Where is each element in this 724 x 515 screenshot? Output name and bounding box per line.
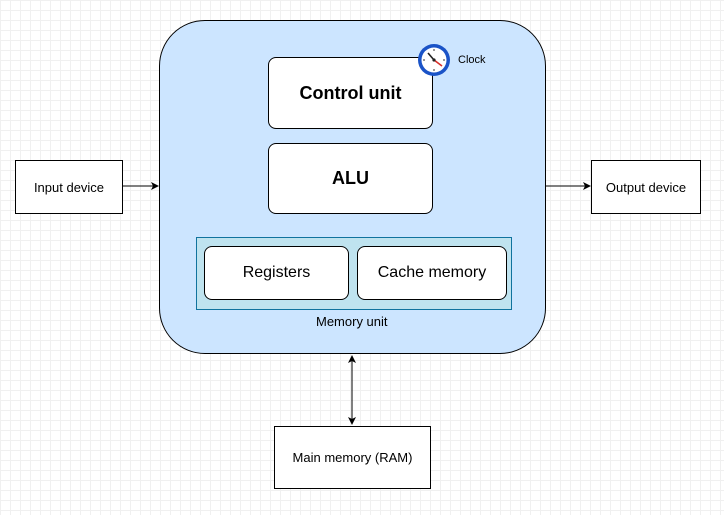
main-memory-box: Main memory (RAM) [274, 426, 431, 489]
input-device-label: Input device [33, 179, 105, 195]
memory-unit-label: Memory unit [316, 314, 388, 329]
output-device-label: Output device [605, 179, 687, 195]
registers-box: Registers [204, 246, 349, 300]
cache-memory-label: Cache memory [377, 264, 487, 281]
output-device-box: Output device [591, 160, 701, 214]
control-unit-label: Control unit [299, 82, 402, 103]
control-unit-box: Control unit [268, 57, 433, 129]
registers-label: Registers [242, 264, 311, 281]
clock-icon [418, 44, 450, 76]
alu-label: ALU [332, 168, 369, 188]
alu-box: ALU [268, 143, 433, 214]
input-device-box: Input device [15, 160, 123, 214]
main-memory-label: Main memory (RAM) [292, 450, 413, 465]
cache-memory-box: Cache memory [357, 246, 507, 300]
clock-label: Clock [458, 54, 486, 66]
